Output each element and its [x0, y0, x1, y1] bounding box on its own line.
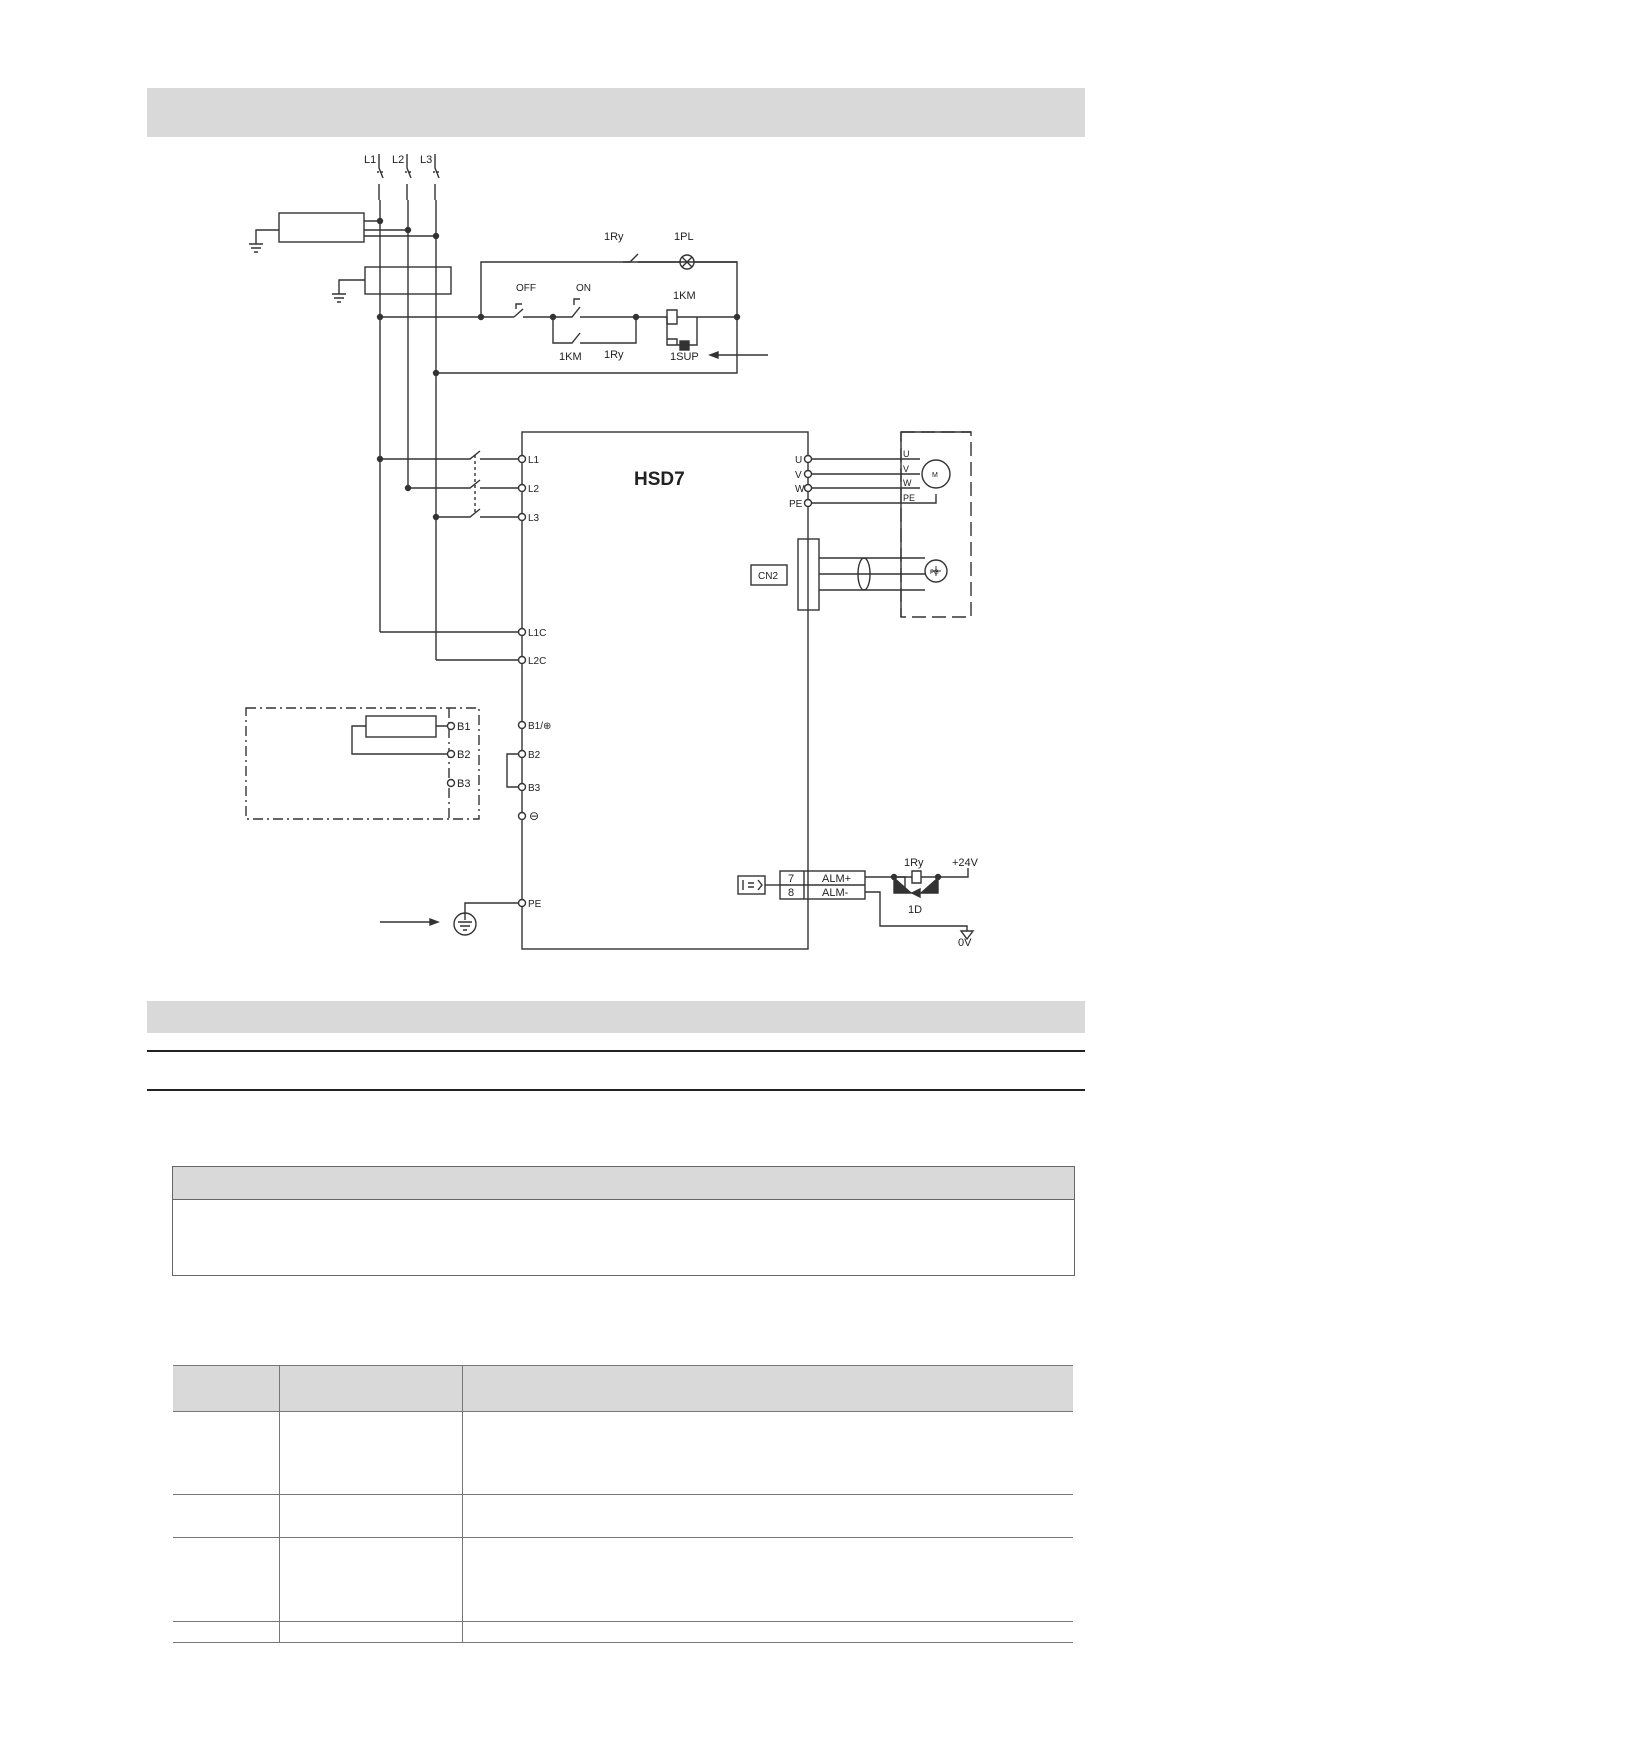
encoder-connector [750, 538, 925, 611]
terminal-u: U [795, 455, 802, 466]
terminal-b2: B2 [528, 750, 541, 761]
motor-symbol: M [932, 472, 938, 479]
alarm-output [737, 868, 975, 941]
ext-terminal-b2: B2 [457, 749, 470, 761]
rule-line-top [147, 1050, 1085, 1052]
terminal-l3: L3 [528, 513, 540, 524]
mains-label-l2: L2 [392, 154, 404, 166]
motor-box-v: V [903, 464, 909, 474]
motor-output-terminals [803, 454, 813, 508]
ground-connection [380, 902, 518, 936]
control-circuit [376, 253, 768, 377]
supply-24v-label: +24V [952, 857, 979, 869]
table-row [173, 1621, 1073, 1643]
section-header-bar [147, 88, 1085, 137]
table-row [173, 1494, 1073, 1538]
terminal-l1: L1 [528, 455, 540, 466]
label-1km-aux: 1KM [559, 351, 582, 363]
label-1sup: 1SUP [670, 351, 699, 363]
noise-filter [249, 212, 440, 253]
label-1ry-top: 1Ry [604, 231, 624, 243]
terminal-pe: PE [789, 499, 803, 510]
cn2-label: CN2 [758, 571, 778, 582]
motor-cables [812, 458, 937, 504]
supply-0v-label: 0V [958, 937, 972, 949]
external-resistor [245, 707, 480, 820]
section-footer-bar [147, 1001, 1085, 1033]
note-box-header [173, 1167, 1074, 1200]
wiring-diagram: L1 L2 L3 [245, 154, 979, 950]
alarm-signal-alm-plus: ALM+ [822, 873, 851, 885]
motor-box-u: U [903, 449, 910, 459]
terminal-b3: B3 [528, 783, 541, 794]
encoder-symbol: PG [930, 570, 939, 576]
mains-label-l1: L1 [364, 154, 376, 166]
power-terminals [517, 454, 527, 908]
drive-input-contacts [376, 450, 521, 521]
label-1pl: 1PL [674, 231, 694, 243]
label-on: ON [576, 283, 591, 294]
terminal-b1: B1/⊕ [528, 721, 551, 732]
b2-b3-jumper [506, 753, 518, 788]
drive-name: HSD7 [634, 469, 685, 490]
terminal-l1c: L1C [528, 628, 546, 639]
terminal-pe-ground: PE [528, 899, 542, 910]
table-row [173, 1537, 1073, 1622]
terminal-table [173, 1365, 1073, 1643]
alarm-pin-8: 8 [788, 887, 794, 899]
terminal-v: V [795, 470, 802, 481]
ext-terminal-b3: B3 [457, 778, 470, 790]
table-row [173, 1411, 1073, 1495]
table-header-cell [173, 1365, 280, 1412]
label-1ry-aux: 1Ry [604, 349, 624, 361]
rule-line-bottom [147, 1089, 1085, 1091]
motor-box-w: W [903, 478, 912, 488]
main-contactor [332, 266, 452, 303]
alarm-signal-alm-minus: ALM- [822, 887, 849, 899]
table-header-cell [462, 1365, 1073, 1412]
mains-label-l3: L3 [420, 154, 432, 166]
servo-motor [900, 431, 972, 618]
label-off: OFF [516, 283, 536, 294]
terminal-w: W [795, 484, 805, 495]
terminal-l2c: L2C [528, 656, 546, 667]
note-box [172, 1166, 1075, 1276]
alarm-pin-7: 7 [788, 873, 794, 885]
label-1km-coil: 1KM [673, 290, 696, 302]
diode-label: 1D [908, 904, 922, 916]
table-header-cell [279, 1365, 463, 1412]
table-header-row [173, 1365, 1073, 1412]
alarm-relay-label: 1Ry [904, 857, 924, 869]
ext-terminal-b1: B1 [457, 721, 470, 733]
main-breaker-symbol [377, 154, 440, 200]
terminal-l2: L2 [528, 484, 540, 495]
terminal-minus: ⊖ [529, 809, 539, 823]
drive-body [521, 431, 809, 950]
motor-box-pe: PE [903, 493, 915, 503]
